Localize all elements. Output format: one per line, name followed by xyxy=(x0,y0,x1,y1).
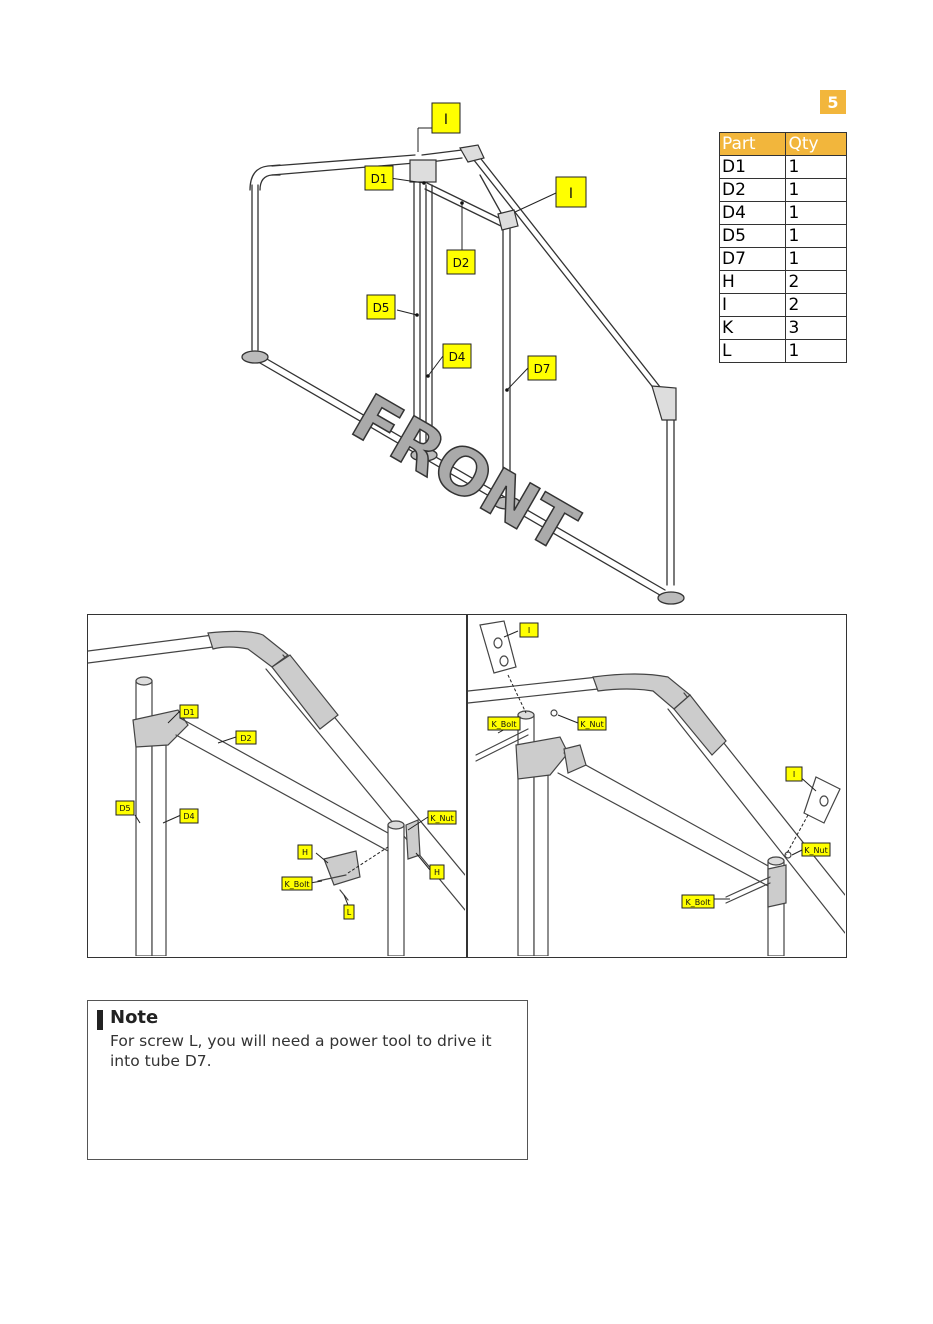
label-i-right: I xyxy=(786,767,802,781)
svg-text:H: H xyxy=(434,868,440,877)
label-i-top: I xyxy=(432,103,460,133)
svg-text:D1: D1 xyxy=(183,708,194,717)
detail-panel-right: I K_Bolt K_Nut I K_Nut K_Bolt xyxy=(467,614,847,958)
label-d4: D4 xyxy=(180,809,198,823)
label-d2: D2 xyxy=(447,250,475,274)
svg-text:K_Nut: K_Nut xyxy=(430,814,453,823)
svg-text:D1: D1 xyxy=(371,172,388,186)
svg-text:K_Bolt: K_Bolt xyxy=(686,898,711,907)
label-h-right: H xyxy=(430,865,444,879)
note-body: For screw L, you will need a power tool … xyxy=(110,1031,522,1071)
label-d5: D5 xyxy=(367,295,395,319)
label-d2: D2 xyxy=(236,731,256,744)
right-joint-detail-diagram: I K_Bolt K_Nut I K_Nut K_Bolt xyxy=(468,615,845,956)
label-i-top: I xyxy=(520,623,538,637)
svg-text:L: L xyxy=(347,908,352,917)
svg-text:D5: D5 xyxy=(119,804,130,813)
svg-text:K_Bolt: K_Bolt xyxy=(492,720,517,729)
svg-text:D5: D5 xyxy=(373,301,390,315)
svg-text:D2: D2 xyxy=(453,256,470,270)
svg-text:D4: D4 xyxy=(449,350,466,364)
svg-text:H: H xyxy=(302,848,308,857)
label-d7: D7 xyxy=(528,356,556,380)
svg-text:I: I xyxy=(569,186,573,202)
label-d1: D1 xyxy=(365,166,393,190)
label-k-bolt-top: K_Bolt xyxy=(488,717,520,730)
detail-panel-left: D1 D2 D5 D4 K_Nut H H K_Bolt L xyxy=(87,614,467,958)
note-title: Note xyxy=(110,1007,158,1028)
label-l: L xyxy=(344,905,354,919)
label-d1: D1 xyxy=(180,705,198,718)
label-d4: D4 xyxy=(443,344,471,368)
label-k-nut: K_Nut xyxy=(428,811,456,824)
front-direction-text: FRONT xyxy=(340,381,589,568)
label-k-nut-right: K_Nut xyxy=(802,843,830,856)
note-box: Note For screw L, you will need a power … xyxy=(87,1000,528,1160)
label-k-bolt-bottom: K_Bolt xyxy=(682,895,714,908)
svg-text:I: I xyxy=(793,770,795,779)
svg-text:D4: D4 xyxy=(183,812,194,821)
svg-text:I: I xyxy=(528,626,530,635)
svg-text:I: I xyxy=(444,112,448,128)
svg-text:K_Nut: K_Nut xyxy=(580,720,603,729)
label-h-left: H xyxy=(298,845,312,859)
label-k-nut-top: K_Nut xyxy=(578,717,606,730)
note-marker-bar xyxy=(97,1010,103,1030)
svg-text:D7: D7 xyxy=(534,362,551,376)
svg-text:K_Nut: K_Nut xyxy=(804,846,827,855)
frame-assembly-diagram: FRONT I D1 I D2 D5 D4 D xyxy=(0,0,933,612)
left-joint-detail-diagram: D1 D2 D5 D4 K_Nut H H K_Bolt L xyxy=(88,615,465,956)
label-d5: D5 xyxy=(116,801,134,815)
svg-text:D2: D2 xyxy=(240,734,251,743)
label-k-bolt: K_Bolt xyxy=(282,877,312,890)
label-i-right: I xyxy=(556,177,586,207)
svg-text:K_Bolt: K_Bolt xyxy=(285,880,310,889)
